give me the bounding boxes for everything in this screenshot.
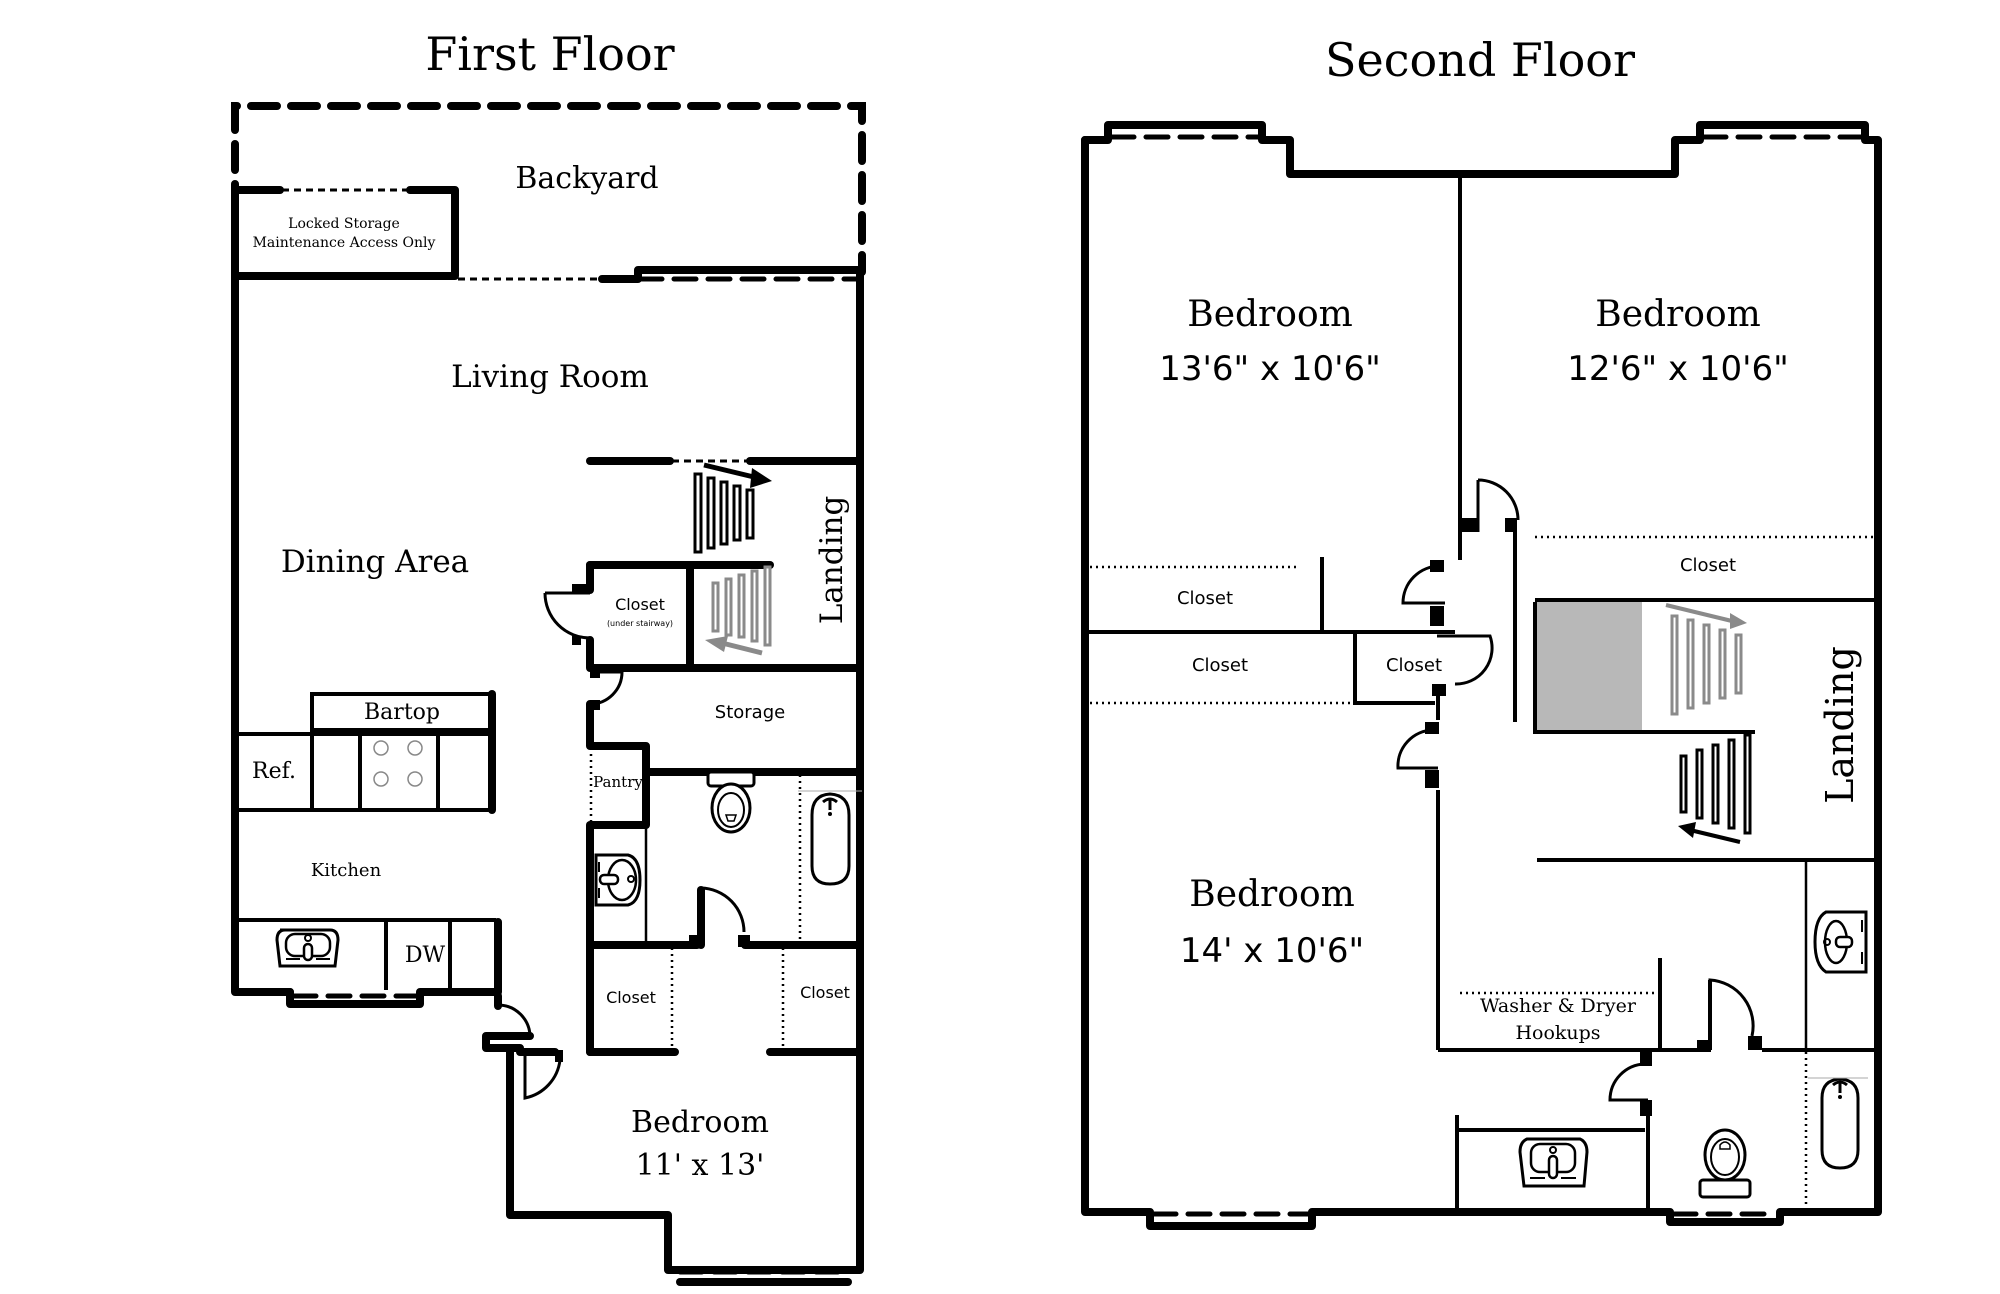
- vanity-counter: [1455, 1115, 1645, 1210]
- stairwell-void: [1535, 602, 1642, 732]
- door-jamb: [590, 668, 600, 678]
- hall-closet-door[interactable]: [1437, 634, 1494, 686]
- stair-arrow-icon: [705, 636, 728, 652]
- door-jamb: [1640, 1052, 1652, 1066]
- hall-closet-wall: [1353, 632, 1435, 705]
- room-label-pantry: Pantry: [593, 773, 643, 791]
- door-jamb: [572, 636, 581, 645]
- room-label-closet-left-upper: Closet: [1177, 588, 1233, 609]
- room-label-closet-hall: Closet: [1386, 655, 1442, 676]
- toilet-icon: [706, 770, 756, 834]
- door-jamb: [1748, 1036, 1762, 1050]
- door-jamb: [1460, 518, 1478, 532]
- patio-door-wall: [598, 266, 864, 283]
- room-label-closet-note: (under stairway): [607, 619, 673, 628]
- room-label-locked-storage-note: Maintenance Access Only: [253, 235, 436, 251]
- room-label-dining-area: Dining Area: [281, 544, 469, 580]
- bathroom-sink-icon: [594, 853, 642, 907]
- door-jamb: [1425, 770, 1439, 788]
- room-label-landing: Landing: [814, 496, 850, 625]
- pantry-wall: [588, 742, 650, 829]
- room-label-bedroom: Bedroom: [631, 1105, 769, 1140]
- room-label-closet-left: Closet: [606, 988, 656, 1007]
- room-label-bedroom-bottom-size: 14' x 10'6": [1180, 931, 1364, 971]
- locked-storage-wall: [231, 186, 459, 280]
- exterior-wall-left: [231, 186, 294, 996]
- stair-down-run: [1678, 733, 1752, 844]
- room-label-backyard: Backyard: [515, 161, 658, 196]
- stair-up-run: [693, 462, 772, 554]
- room-label-bedroom-top-right: Bedroom: [1595, 294, 1761, 335]
- toilet-icon: [1698, 1128, 1752, 1199]
- room-label-landing: Landing: [1818, 646, 1862, 804]
- stovetop-icon: [373, 740, 423, 787]
- room-label-washer-dryer-hookups: Hookups: [1515, 1022, 1600, 1044]
- room-label-closet-under-stairs: Closet: [615, 595, 665, 614]
- room-label-washer-dryer: Washer & Dryer: [1480, 995, 1637, 1017]
- vanity-sink-icon: [1518, 1137, 1589, 1188]
- door-jamb: [572, 584, 590, 593]
- room-label-kitchen: Kitchen: [311, 860, 382, 881]
- door-jamb: [555, 1050, 563, 1062]
- bedroom-bottom-door[interactable]: [1396, 728, 1438, 770]
- second-floor-title: Second Floor: [1325, 33, 1635, 87]
- bathroom-sink-icon: [1813, 910, 1868, 974]
- stair-arrow-icon: [1730, 613, 1747, 629]
- door-jamb: [1640, 1100, 1652, 1116]
- room-label-locked-storage: Locked Storage: [288, 216, 400, 232]
- bedroom-wall: [506, 1048, 864, 1274]
- bathtub-icon: [798, 790, 862, 886]
- backyard-boundary: [231, 102, 866, 276]
- stair-up-run: [1665, 603, 1747, 716]
- first-floor-plan: First Floor Backyard Locked Storage Main…: [231, 27, 866, 1286]
- bedroom-door[interactable]: [523, 1055, 562, 1100]
- appliance-label-dishwasher: DW: [405, 943, 446, 968]
- door-jamb: [738, 935, 750, 947]
- first-floor-title: First Floor: [425, 27, 674, 81]
- door-jamb: [1697, 1040, 1711, 1052]
- kitchen-window-wall: [286, 918, 502, 1008]
- bathroom-door[interactable]: [1708, 978, 1755, 1050]
- kitchen-sink-icon: [275, 928, 340, 968]
- stair-arrow-icon: [750, 468, 772, 488]
- exterior-wall-top-right: [1081, 121, 1882, 1216]
- room-label-refrigerator: Ref.: [252, 759, 296, 784]
- room-label-closet-right: Closet: [800, 983, 850, 1002]
- room-label-bartop: Bartop: [364, 700, 440, 725]
- stair-down-run: [705, 565, 772, 656]
- kitchen-upper-counter: [237, 732, 492, 812]
- room-label-closet-top-right: Closet: [1680, 555, 1736, 576]
- room-label-bedroom-top-left-size: 13'6" x 10'6": [1159, 349, 1381, 389]
- room-label-bedroom-top-left: Bedroom: [1187, 294, 1353, 335]
- door-jamb: [1505, 518, 1517, 532]
- room-label-bedroom-bottom: Bedroom: [1189, 874, 1355, 915]
- bedroom-top-right-door[interactable]: [1476, 478, 1520, 532]
- stair-wall: [1533, 602, 1755, 734]
- bathroom-door[interactable]: [699, 886, 746, 945]
- room-label-closet-left-lower: Closet: [1192, 655, 1248, 676]
- bathtub-icon: [1808, 1077, 1868, 1170]
- room-label-storage: Storage: [715, 702, 785, 723]
- door-jamb: [1430, 606, 1444, 626]
- door-jamb: [1425, 722, 1439, 734]
- exterior-wall-left-bottom: [1081, 136, 1849, 1230]
- room-label-bedroom-size: 11' x 13': [636, 1148, 765, 1183]
- entry-wall: [482, 1032, 534, 1052]
- door-jamb: [590, 700, 600, 710]
- second-floor-plan: Second Floor Bedroom 13'6" x 10'6" Bedro…: [1081, 33, 1882, 1230]
- storage-wall: [586, 700, 644, 750]
- stair-arrow-icon: [1678, 822, 1696, 838]
- door-jamb: [1432, 684, 1446, 696]
- room-label-bedroom-top-right-size: 12'6" x 10'6": [1567, 349, 1789, 389]
- bath-entry-door[interactable]: [1608, 1062, 1648, 1102]
- bedroom-top-left-door[interactable]: [1401, 564, 1445, 605]
- room-label-living-room: Living Room: [451, 359, 649, 395]
- closet-door[interactable]: [543, 591, 591, 640]
- kitchen-lower-counter: [237, 918, 496, 990]
